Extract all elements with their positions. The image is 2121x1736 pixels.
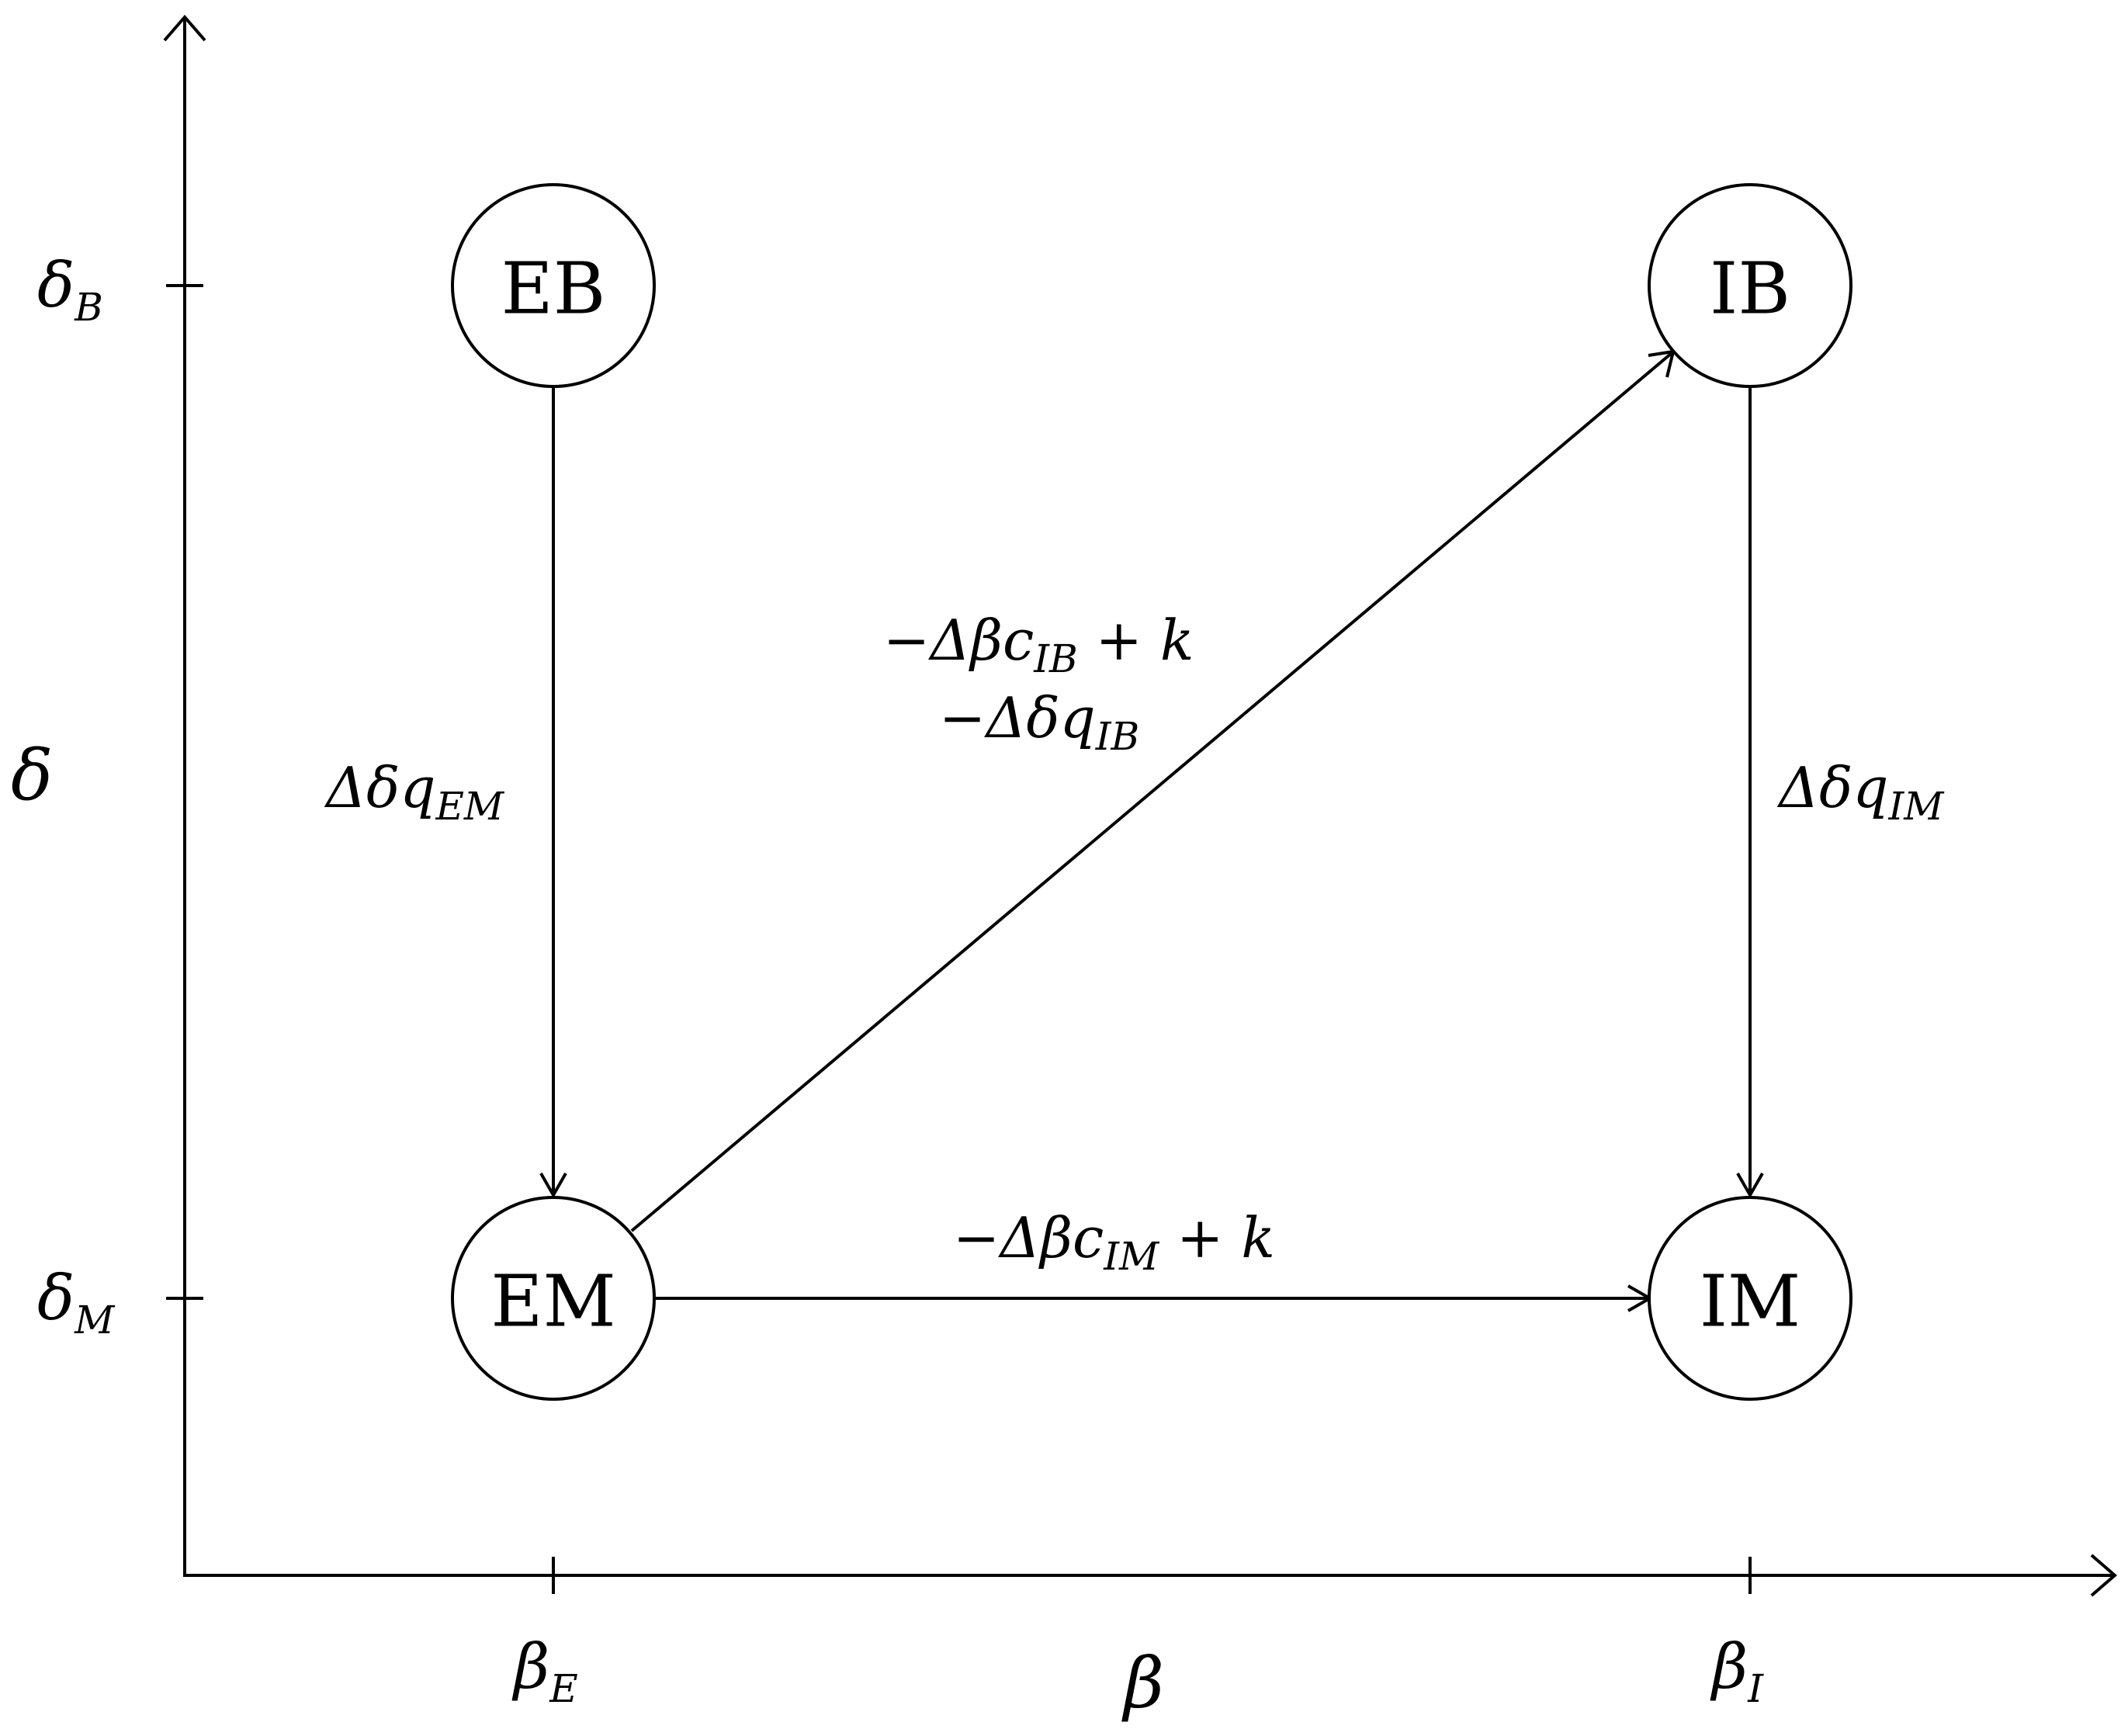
edge-label-em-ib-line1-sub: IB	[1033, 636, 1078, 681]
x-tick-label-beta-e: βE	[511, 1630, 578, 1711]
edge-label-em-ib-line2-main: −Δδq	[939, 685, 1096, 750]
edge-label-ib-im: ΔδqIM	[1776, 755, 1945, 829]
y-tick-label-delta-m-sub: M	[74, 1298, 116, 1343]
edge-label-em-ib-line2-sub: IB	[1095, 714, 1140, 759]
edge-eb-to-em-arrowhead	[539, 1173, 567, 1199]
node-im-label: IM	[1700, 1260, 1801, 1343]
y-tick-label-delta-b: δB	[37, 249, 103, 330]
node-eb-circle	[451, 183, 656, 388]
edge-ib-to-im-arrowhead	[1736, 1173, 1764, 1199]
nodes: EB IB EM IM	[451, 183, 1852, 1401]
x-tick-label-beta-e-main: β	[511, 1630, 549, 1703]
edge-label-eb-em: ΔδqEM	[324, 755, 505, 829]
node-eb: EB	[451, 183, 656, 388]
edge-label-em-im-main: −Δβc	[953, 1205, 1104, 1270]
edge-label-em-im: −ΔβcIM + k	[953, 1205, 1275, 1279]
x-axis-arrowhead	[2090, 1554, 2118, 1597]
y-tick-label-delta-b-main: δ	[37, 249, 75, 321]
x-tick-label-beta-e-sub: E	[549, 1666, 578, 1711]
y-axis-title: δ	[11, 735, 53, 816]
x-tick-label-beta-i-sub: I	[1747, 1666, 1764, 1711]
node-ib: IB	[1648, 183, 1852, 388]
axes: δB δM βE βI δ β	[11, 14, 2118, 1724]
edges	[539, 349, 1764, 1312]
edge-labels: ΔδqEM ΔδqIM −ΔβcIB + k −ΔδqIB −ΔβcIM + k	[324, 608, 1945, 1279]
edge-label-em-ib-line2: −ΔδqIB	[939, 685, 1139, 759]
edge-label-em-im-sub: IM	[1103, 1234, 1160, 1279]
edge-label-eb-em-sub: EM	[435, 784, 504, 829]
edge-label-em-im-tail: + k	[1159, 1205, 1275, 1270]
edge-label-eb-em-main: Δδq	[324, 755, 435, 820]
node-em-circle	[451, 1196, 656, 1401]
edge-label-em-ib-line1-tail: + k	[1078, 608, 1194, 673]
y-tick-label-delta-b-sub: B	[74, 285, 103, 330]
x-tick-label-beta-i-main: β	[1710, 1630, 1748, 1703]
edge-label-em-ib-line1-main: −Δβc	[883, 608, 1034, 673]
y-tick-label-delta-m-main: δ	[37, 1262, 75, 1334]
edge-label-ib-im-main: Δδq	[1776, 755, 1888, 820]
edge-em-to-ib	[630, 352, 1673, 1232]
y-tick-label-delta-m: δM	[37, 1262, 116, 1343]
edge-label-ib-im-sub: IM	[1887, 784, 1945, 829]
node-eb-label: EB	[501, 248, 606, 331]
node-em: EM	[451, 1196, 656, 1401]
node-ib-circle	[1648, 183, 1852, 388]
x-tick-label-beta-i: βI	[1710, 1630, 1764, 1711]
y-axis-arrowhead	[163, 14, 206, 42]
node-ib-label: IB	[1710, 248, 1790, 331]
x-axis-title: β	[1121, 1643, 1164, 1724]
node-im: IM	[1648, 1196, 1852, 1401]
edge-label-em-ib-line1: −ΔβcIB + k	[883, 608, 1194, 681]
node-im-circle	[1648, 1196, 1852, 1401]
node-em-label: EM	[490, 1260, 615, 1343]
